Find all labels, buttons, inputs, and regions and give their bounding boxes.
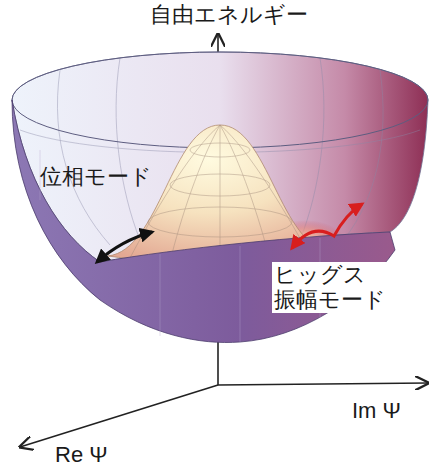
axis-label: Im Ψ [352,398,401,423]
wall-grid [40,150,320,342]
bowl-interior [12,52,428,262]
axis-label: Re Ψ [55,442,108,467]
mode-label: 位相モード [40,164,152,189]
phase-mode-arrow [97,232,152,262]
mode-label: ヒッグス 振幅モード [272,262,395,313]
higgs-mode-arrow [292,204,362,248]
axis-title: 自由エネルギー [150,2,308,27]
bowl-outer-wall [12,100,395,343]
